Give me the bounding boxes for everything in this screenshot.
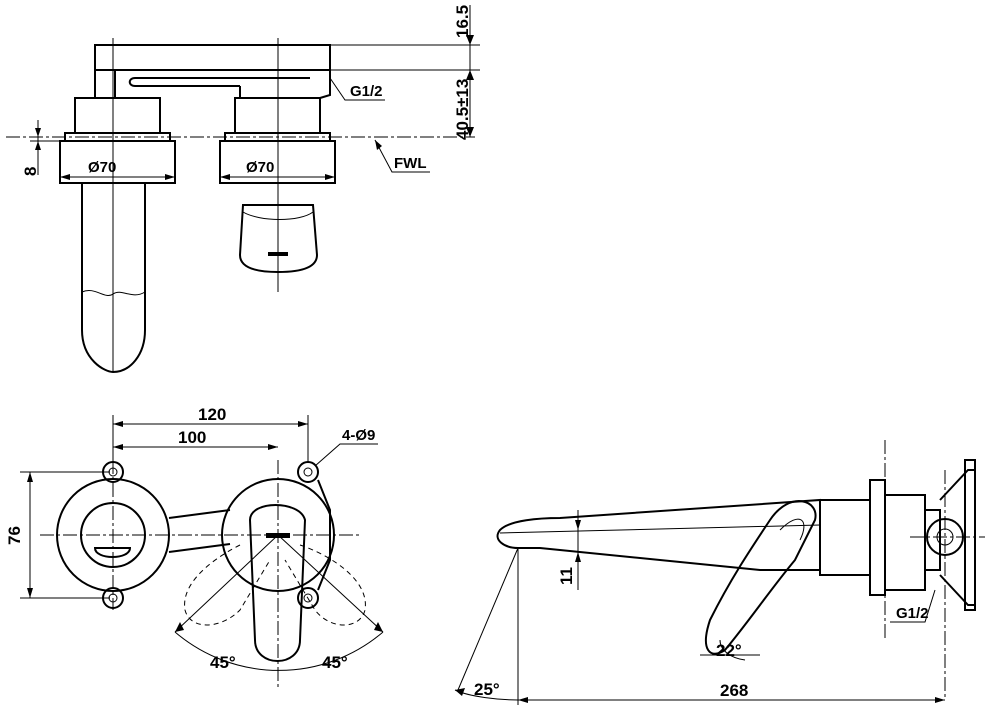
dim-16-5-label: 16.5 [453, 5, 472, 38]
dim-120-label: 120 [198, 405, 226, 424]
angle-25-label: 25° [474, 680, 500, 699]
fwl-label: FWL [394, 155, 426, 172]
plan-view [20, 415, 384, 690]
dim-100-label: 100 [178, 428, 206, 447]
dim-8-label: 8 [21, 167, 40, 176]
angle-22-label: 22° [716, 641, 742, 660]
side-view [454, 440, 985, 705]
dim-11-label: 11 [557, 567, 576, 585]
dim-76-label: 76 [5, 526, 24, 545]
angle-left-label: 45° [210, 653, 236, 672]
dim-268-label: 268 [720, 681, 748, 700]
dia-right-label: Ø70 [246, 159, 274, 176]
dim-40-5-label: 40.5±13 [453, 79, 472, 140]
dia-left-label: Ø70 [88, 159, 116, 176]
holes-label: 4-Ø9 [342, 427, 375, 444]
front-elevation-view [6, 5, 480, 374]
thread-side-label: G1/2 [896, 605, 929, 622]
angle-right-label: 45° [322, 653, 348, 672]
thread-top-label: G1/2 [350, 83, 383, 100]
